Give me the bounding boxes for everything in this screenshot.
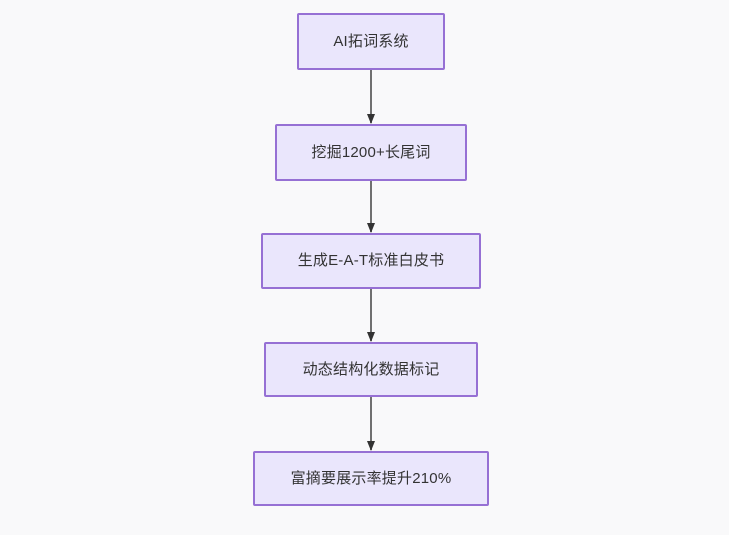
flow-node-ai-keyword-system[interactable]: AI拓词系统 <box>297 13 445 70</box>
flow-node-label: AI拓词系统 <box>333 32 409 50</box>
flow-node-rich-snippet-impression-lift[interactable]: 富摘要展示率提升210% <box>253 451 489 506</box>
flow-node-mine-longtail-keywords[interactable]: 挖掘1200+长尾词 <box>275 124 467 181</box>
flow-node-label: 挖掘1200+长尾词 <box>311 143 431 161</box>
flow-node-label: 富摘要展示率提升210% <box>290 469 452 487</box>
flow-node-generate-eat-whitepaper[interactable]: 生成E-A-T标准白皮书 <box>261 233 481 289</box>
flow-node-label: 生成E-A-T标准白皮书 <box>297 252 445 269</box>
flow-node-dynamic-structured-data-markup[interactable]: 动态结构化数据标记 <box>264 342 478 397</box>
flow-node-label: 动态结构化数据标记 <box>302 360 440 378</box>
